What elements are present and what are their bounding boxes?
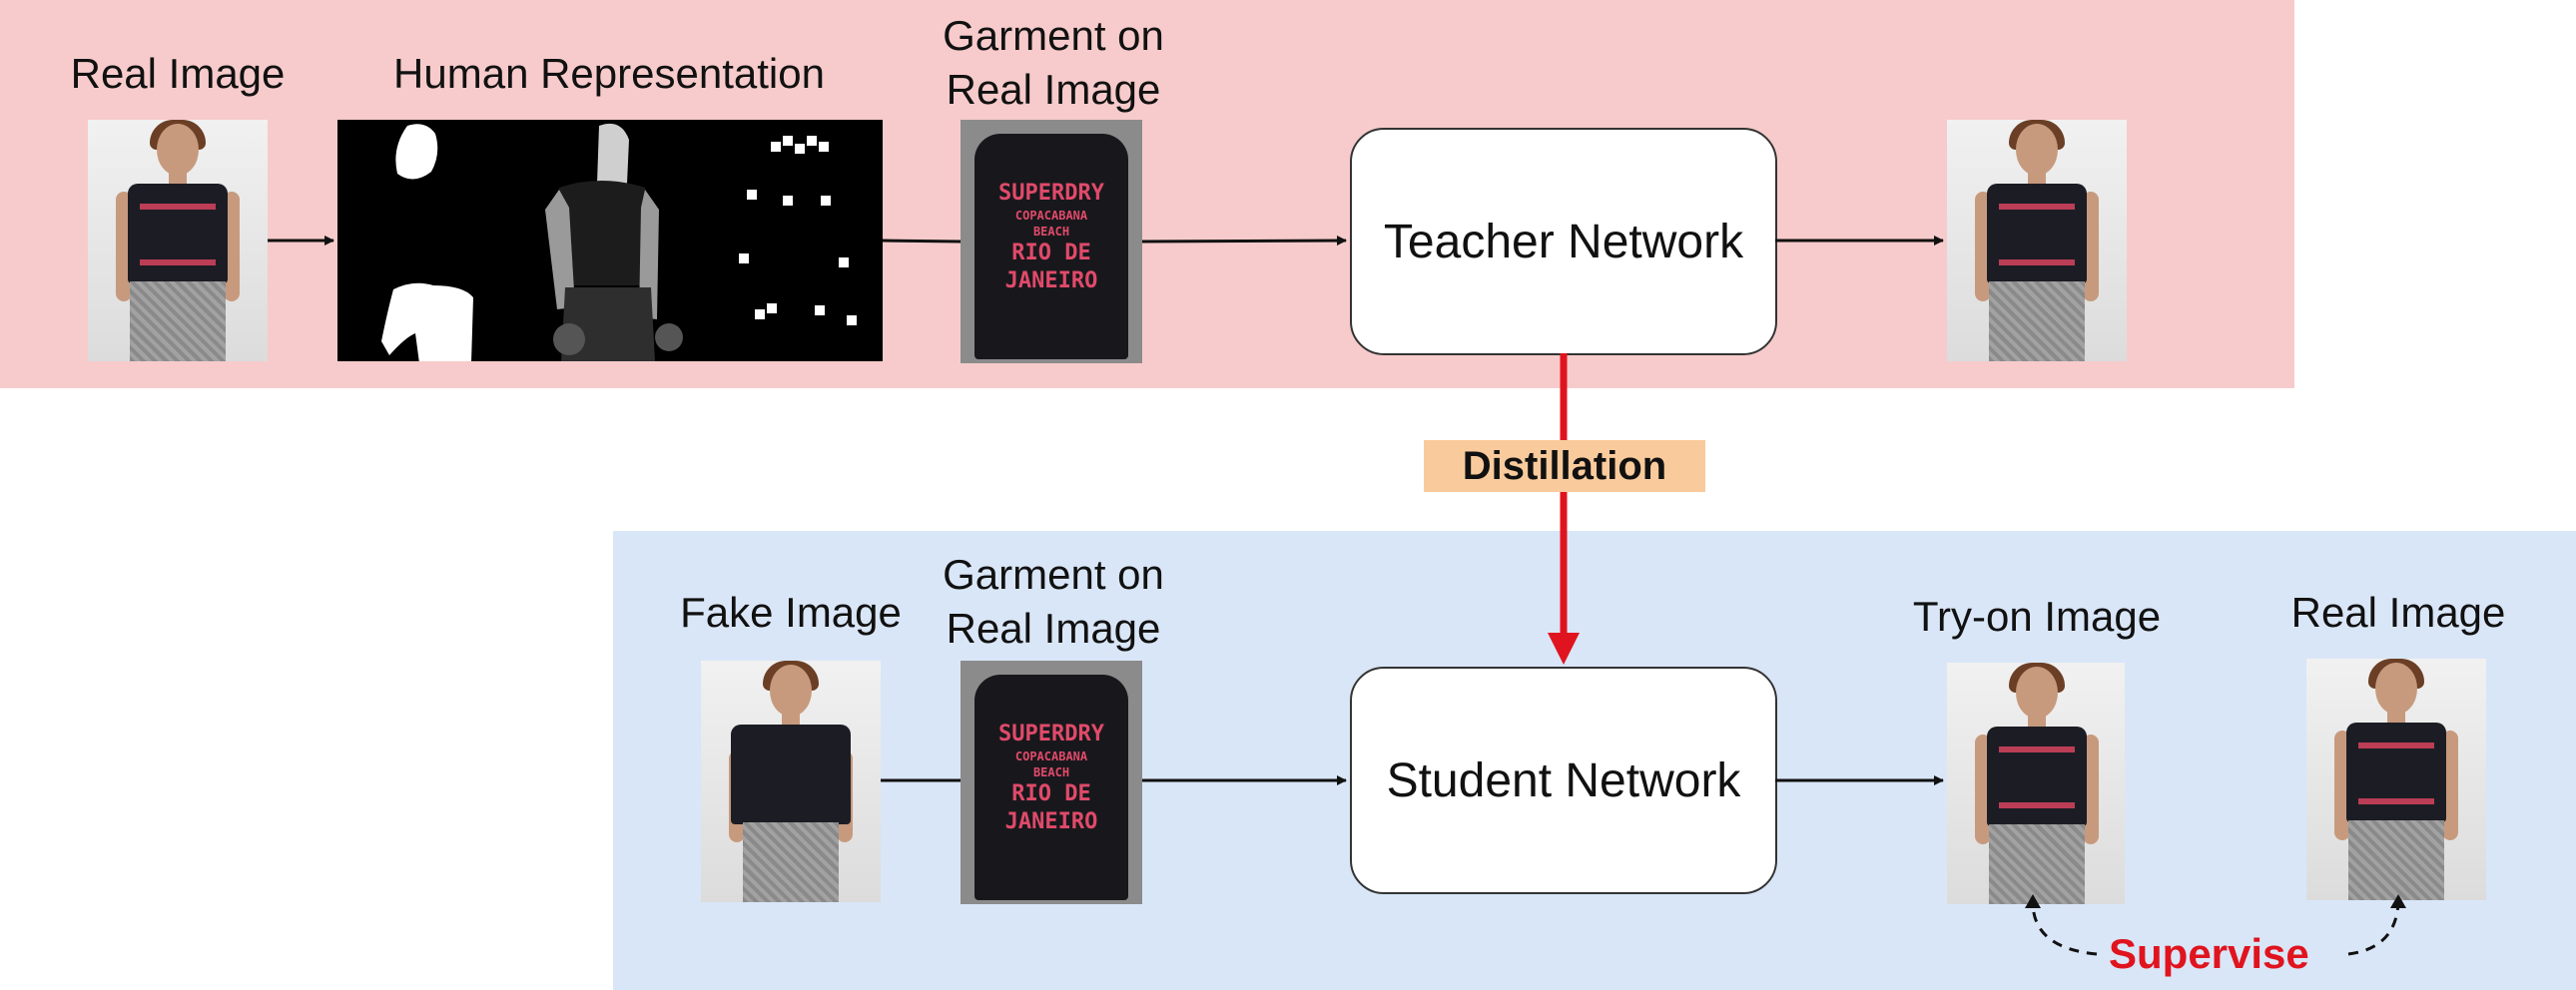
garment-print-line4: RIO DE: [1011, 241, 1091, 265]
student-network-label: Student Network: [1386, 753, 1741, 807]
distillation-arrowhead: [1548, 633, 1580, 665]
garment-print-line3: BEACH: [1032, 765, 1070, 779]
garment-print-line3: BEACH: [1032, 225, 1070, 239]
supervise-arrowhead-right: [2390, 894, 2406, 908]
tryon-image-label: Try-on Image: [1912, 593, 2162, 640]
student-garment-label-line2: Real Image: [946, 605, 1161, 652]
garment-print-line1: SUPERDRY: [998, 722, 1104, 746]
distillation-label: Distillation: [1424, 440, 1705, 492]
student-garment-label-line1: Garment on: [943, 551, 1164, 598]
supervise-curve-left: [2031, 901, 2098, 956]
teacher-garment-label-line2: Real Image: [946, 66, 1161, 113]
supervise-label: Supervise: [2109, 930, 2309, 977]
supervise-arrowhead-left: [2025, 894, 2041, 908]
student-real-image: [2306, 659, 2486, 900]
teacher-output-image: [1947, 120, 2127, 361]
garment-print-line1: SUPERDRY: [998, 181, 1104, 206]
human-representation-image: [337, 120, 883, 363]
fake-image: [701, 661, 881, 902]
student-real-image-label: Real Image: [2290, 589, 2506, 636]
garment-print-line5: JANEIRO: [1004, 268, 1098, 293]
garment-print-line4: RIO DE: [1011, 781, 1091, 806]
garment-print-line2: COPACABANA: [1014, 749, 1088, 763]
tryon-image: [1947, 663, 2125, 904]
garment-print-line2: COPACABANA: [1014, 209, 1088, 223]
supervise-curve-right: [2347, 901, 2400, 956]
fake-image-label: Fake Image: [680, 589, 902, 636]
line-rep-to-garment: [882, 239, 962, 244]
human-representation-label: Human Representation: [393, 50, 825, 97]
arrow-garment-to-teacher: [1141, 236, 1347, 247]
teacher-garment-label-line1: Garment on: [943, 12, 1164, 59]
teacher-network-box: Teacher Network: [1350, 128, 1777, 355]
student-network-box: Student Network: [1350, 667, 1777, 894]
teacher-real-image-label: Real Image: [70, 50, 286, 97]
student-garment-image: SUPERDRY COPACABANA BEACH RIO DE JANEIRO: [961, 661, 1142, 904]
teacher-real-image: [88, 120, 268, 361]
garment-print-line5: JANEIRO: [1004, 809, 1098, 834]
teacher-garment-image: SUPERDRY COPACABANA BEACH RIO DE JANEIRO: [961, 120, 1142, 363]
teacher-network-label: Teacher Network: [1383, 215, 1744, 268]
